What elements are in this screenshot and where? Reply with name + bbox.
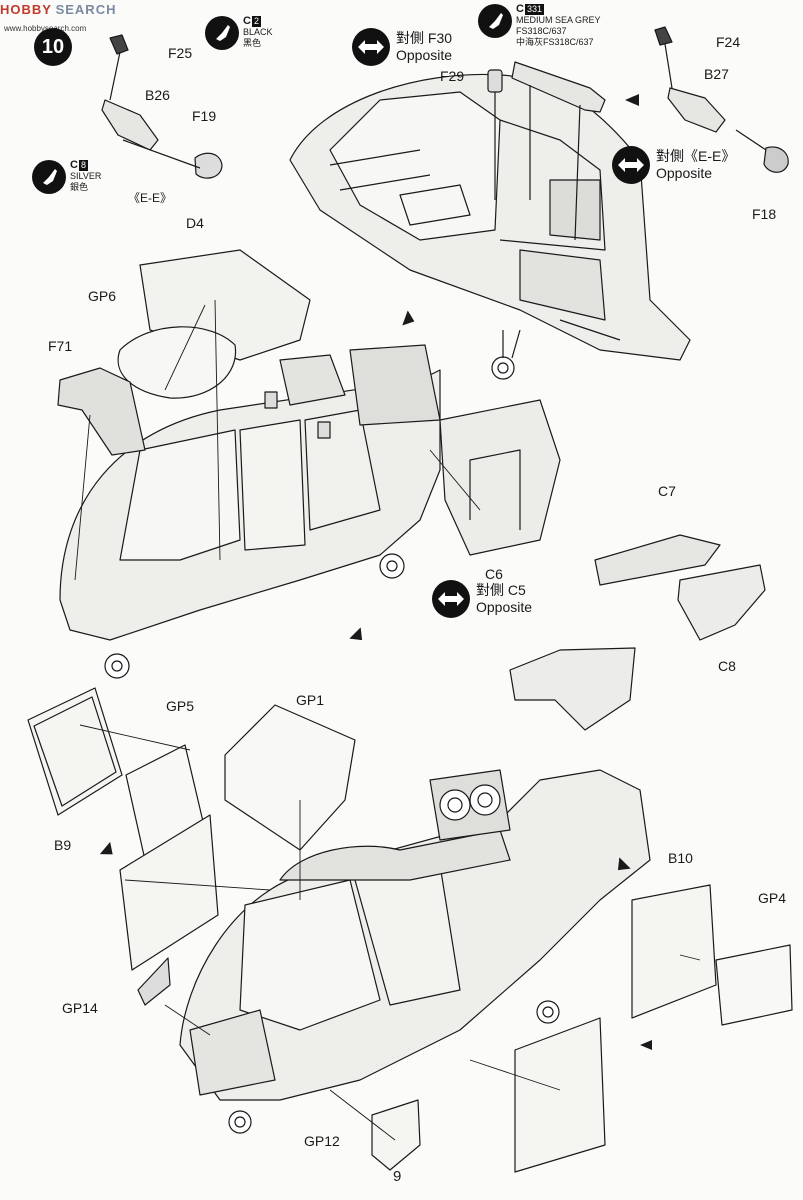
part-label-gp5: GP5 [166,698,195,714]
paint-name: BLACK [243,27,273,37]
watermark: HOBBY SEARCH [0,2,116,17]
part-label-b10: B10 [668,850,693,866]
part-label-f25: F25 [168,45,193,61]
paint-name: MEDIUM SEA GREY [516,15,601,25]
opposite-en: Opposite [396,47,453,63]
paint-name: SILVER [70,171,102,181]
part-label-c7: C7 [658,483,676,499]
bottom-panels [28,688,792,1172]
part-label-gp4: GP4 [758,890,787,906]
guide-lines [75,300,700,1140]
part-label-gp14: GP14 [62,1000,98,1016]
fuselage-middle [58,250,560,678]
opposite-cn: 對側 F30 [396,30,453,46]
opposite-cn: 對側《E-E》 [656,148,736,164]
paint-num: 8 [78,160,88,171]
paint-name-cn: 銀色 [70,182,89,192]
opposite-callout-ee: 對側《E-E》Opposite [612,146,735,184]
part-label-gp1: GP1 [296,692,325,708]
opposite-cn: 對側 C5 [476,582,526,598]
step-number-badge: 10 [34,28,72,66]
part-label-f19: F19 [192,108,217,124]
brush-icon [32,160,66,194]
small-parts-top [102,27,788,240]
part-label-f71: F71 [48,338,73,354]
double-arrow-icon [352,28,390,66]
opposite-en: Opposite [656,165,713,181]
opposite-en: Opposite [476,599,533,615]
paint-num: 331 [524,4,544,15]
part-label-gp6: GP6 [88,288,117,304]
paint-code: C [243,15,251,27]
paint-code: C [516,3,524,15]
paint-fs: FS318C/637 [516,26,567,36]
watermark-search: SEARCH [55,2,117,17]
double-arrow-icon [432,580,470,618]
paint-name-cn: 黑色 [243,38,262,48]
part-label-c8: C8 [718,658,736,674]
direction-arrows [99,94,652,1050]
fuselage-top-half [290,74,690,379]
fuselage-bottom [180,770,650,1133]
page-number: 9 [393,1168,402,1185]
part-label-gp12: GP12 [304,1133,340,1149]
part-label-d4: D4 [186,215,204,231]
part-label-b26: B26 [145,87,170,103]
part-label-f29: F29 [440,68,465,84]
c7-c8-parts [510,535,765,730]
paint-num: 2 [251,16,261,27]
brush-icon [478,4,512,38]
watermark-brand: HOBBY [0,2,52,17]
part-label-f18: F18 [752,206,777,222]
brush-icon [205,16,239,50]
paint-code: C [70,159,78,171]
part-label-f24: F24 [716,34,741,50]
part-label-b9: B9 [54,837,72,853]
ee-note: 《E-E》 [128,191,173,205]
double-arrow-icon [612,146,650,184]
part-label-b27: B27 [704,66,729,82]
part-label-c6: C6 [485,566,503,582]
paint-cn: 中海灰FS318C/637 [516,37,594,47]
